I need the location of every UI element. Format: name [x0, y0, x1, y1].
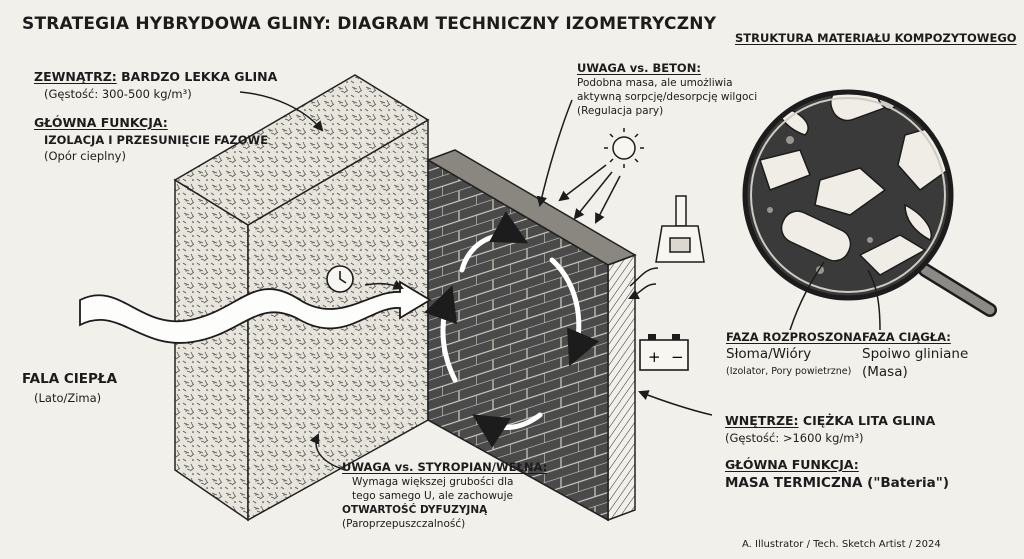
artist-credit: A. Illustrator / Tech. Sketch Artist / 2…	[742, 539, 941, 550]
composite-title: STRUKTURA MATERIAŁU KOMPOZYTOWEGO	[735, 31, 1017, 45]
dispersed-phase-note: (Izolator, Pory powietrzne)	[726, 366, 852, 377]
leader-arrows	[239, 91, 881, 471]
dispersed-phase-material: Słoma/Wióry	[726, 346, 812, 362]
exterior-label: ZEWNĄTRZ:	[34, 69, 117, 84]
concrete-note-line2: aktywną sorpcję/desorpcję wilgoci	[577, 91, 758, 103]
exterior-density: (Gęstość: 300-500 kg/m³)	[44, 87, 192, 101]
exterior-function-label: GŁÓWNA FUNKCJA:	[34, 115, 168, 130]
battery-plus: +	[648, 348, 661, 366]
heat-wave-label: FALA CIEPŁA	[22, 371, 118, 387]
exterior-label-line: ZEWNĄTRZ: BARDZO LEKKA GLINA	[34, 69, 278, 85]
light-clay-side-face	[174, 178, 249, 522]
interior-label-line: WNĘTRZE: CIĘŻKA LITA GLINA	[725, 413, 936, 429]
light-clay-block	[173, 74, 430, 522]
interior-function-label: GŁÓWNA FUNKCJA:	[725, 457, 859, 472]
stove-icon	[630, 195, 705, 298]
page-title: STRATEGIA HYBRYDOWA GLINY: DIAGRAM TECHN…	[22, 14, 717, 34]
continuous-phase-material: Spoiwo gliniane	[862, 346, 969, 362]
heat-wave-arrow	[79, 280, 432, 344]
interior-function: MASA TERMICZNA ("Bateria")	[725, 475, 949, 491]
continuous-phase-note: (Masa)	[862, 364, 908, 380]
heavy-wall-side-face	[607, 253, 636, 522]
dispersed-phase-label: FAZA ROZPROSZONA:	[726, 330, 867, 344]
concrete-note-line1: Podobna masa, ale umożliwia	[577, 77, 733, 89]
styrofoam-note-line2: tego samego U, ale zachowuje	[352, 490, 513, 502]
battery-minus: −	[671, 348, 684, 366]
clock-icon	[326, 265, 354, 293]
interior-label: WNĘTRZE:	[725, 413, 799, 428]
styrofoam-note-line4: (Paroprzepuszczalność)	[342, 518, 466, 530]
styrofoam-note-label: UWAGA vs. STYROPIAN/WEŁNA:	[342, 460, 548, 474]
interior-density: (Gęstość: >1600 kg/m³)	[725, 431, 864, 445]
heat-wave-note: (Lato/Zima)	[34, 391, 102, 405]
battery-icon: + −	[639, 334, 689, 371]
concrete-note-line3: (Regulacja pary)	[577, 105, 664, 117]
composite-structure	[759, 92, 951, 276]
styrofoam-note-line3: OTWARTOŚĆ DYFUZYJNĄ	[342, 504, 488, 516]
interior-material: CIĘŻKA LITA GLINA	[802, 413, 936, 428]
continuous-phase-label: FAZA CIĄGŁA:	[862, 330, 951, 344]
sun-icon	[558, 128, 644, 224]
exterior-material: BARDZO LEKKA GLINA	[121, 69, 278, 84]
styrofoam-note-line1: Wymaga większej grubości dla	[352, 476, 514, 488]
circulation-arrows	[424, 211, 600, 448]
concrete-note-label: UWAGA vs. BETON:	[577, 61, 701, 75]
exterior-function-note: (Opór cieplny)	[44, 149, 126, 163]
magnifier-icon	[742, 89, 997, 317]
exterior-function: IZOLACJA I PRZESUNIĘCIE FAZOWE	[44, 133, 269, 147]
